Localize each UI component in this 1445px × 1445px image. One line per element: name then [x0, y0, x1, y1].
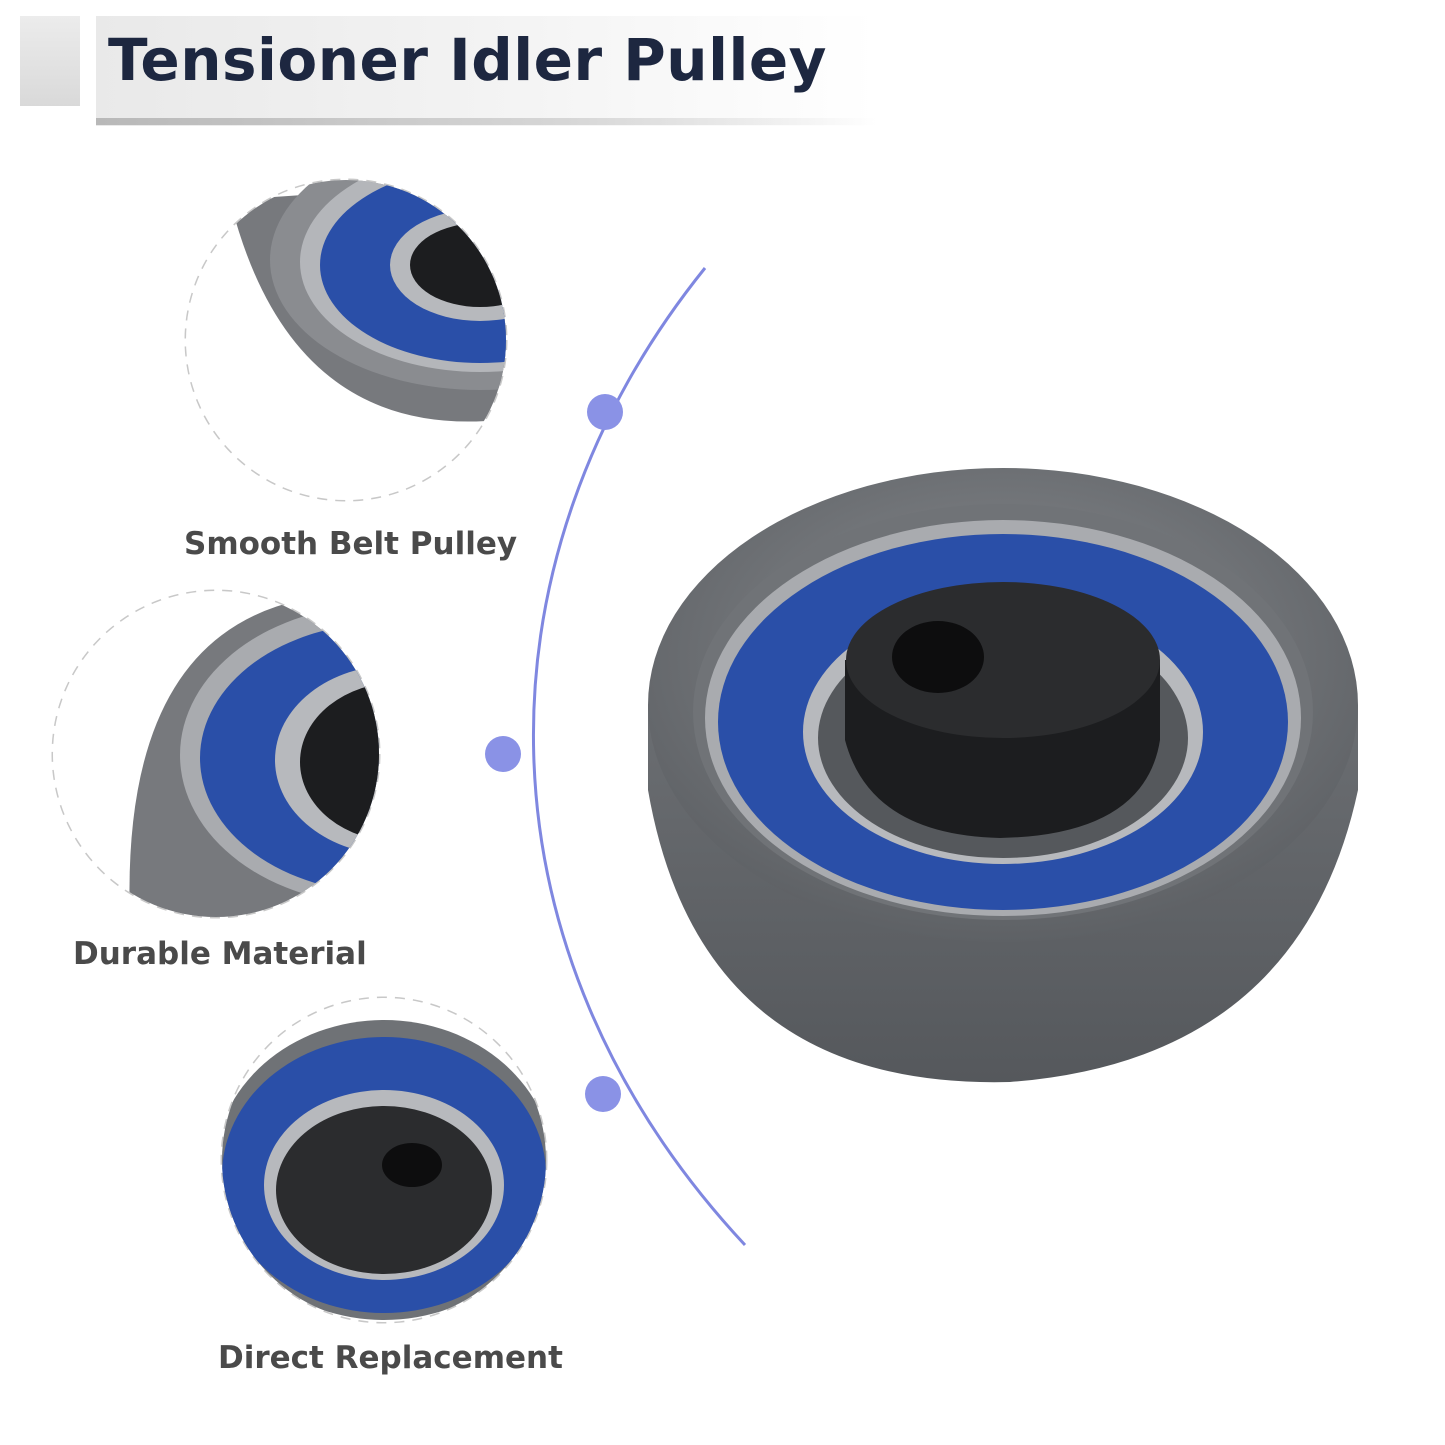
- feature-label-direct-replacement: Direct Replacement: [218, 1340, 563, 1376]
- page-title: Tensioner Idler Pulley: [108, 26, 827, 94]
- closeup-2-image: [51, 589, 381, 919]
- title-accent-block: [20, 16, 80, 106]
- closeup-3-image: [220, 996, 548, 1324]
- feature-label-smooth-belt-pulley: Smooth Belt Pulley: [184, 526, 518, 562]
- timeline-node-3: [585, 1076, 621, 1112]
- title-banner: [96, 16, 876, 126]
- timeline-node-2: [485, 736, 521, 772]
- title-underline: [96, 118, 876, 125]
- feature-label-durable-material: Durable Material: [73, 936, 367, 972]
- main-pulley-image: [648, 468, 1358, 1083]
- timeline-node-1: [587, 394, 623, 430]
- closeup-1-image: [184, 178, 508, 502]
